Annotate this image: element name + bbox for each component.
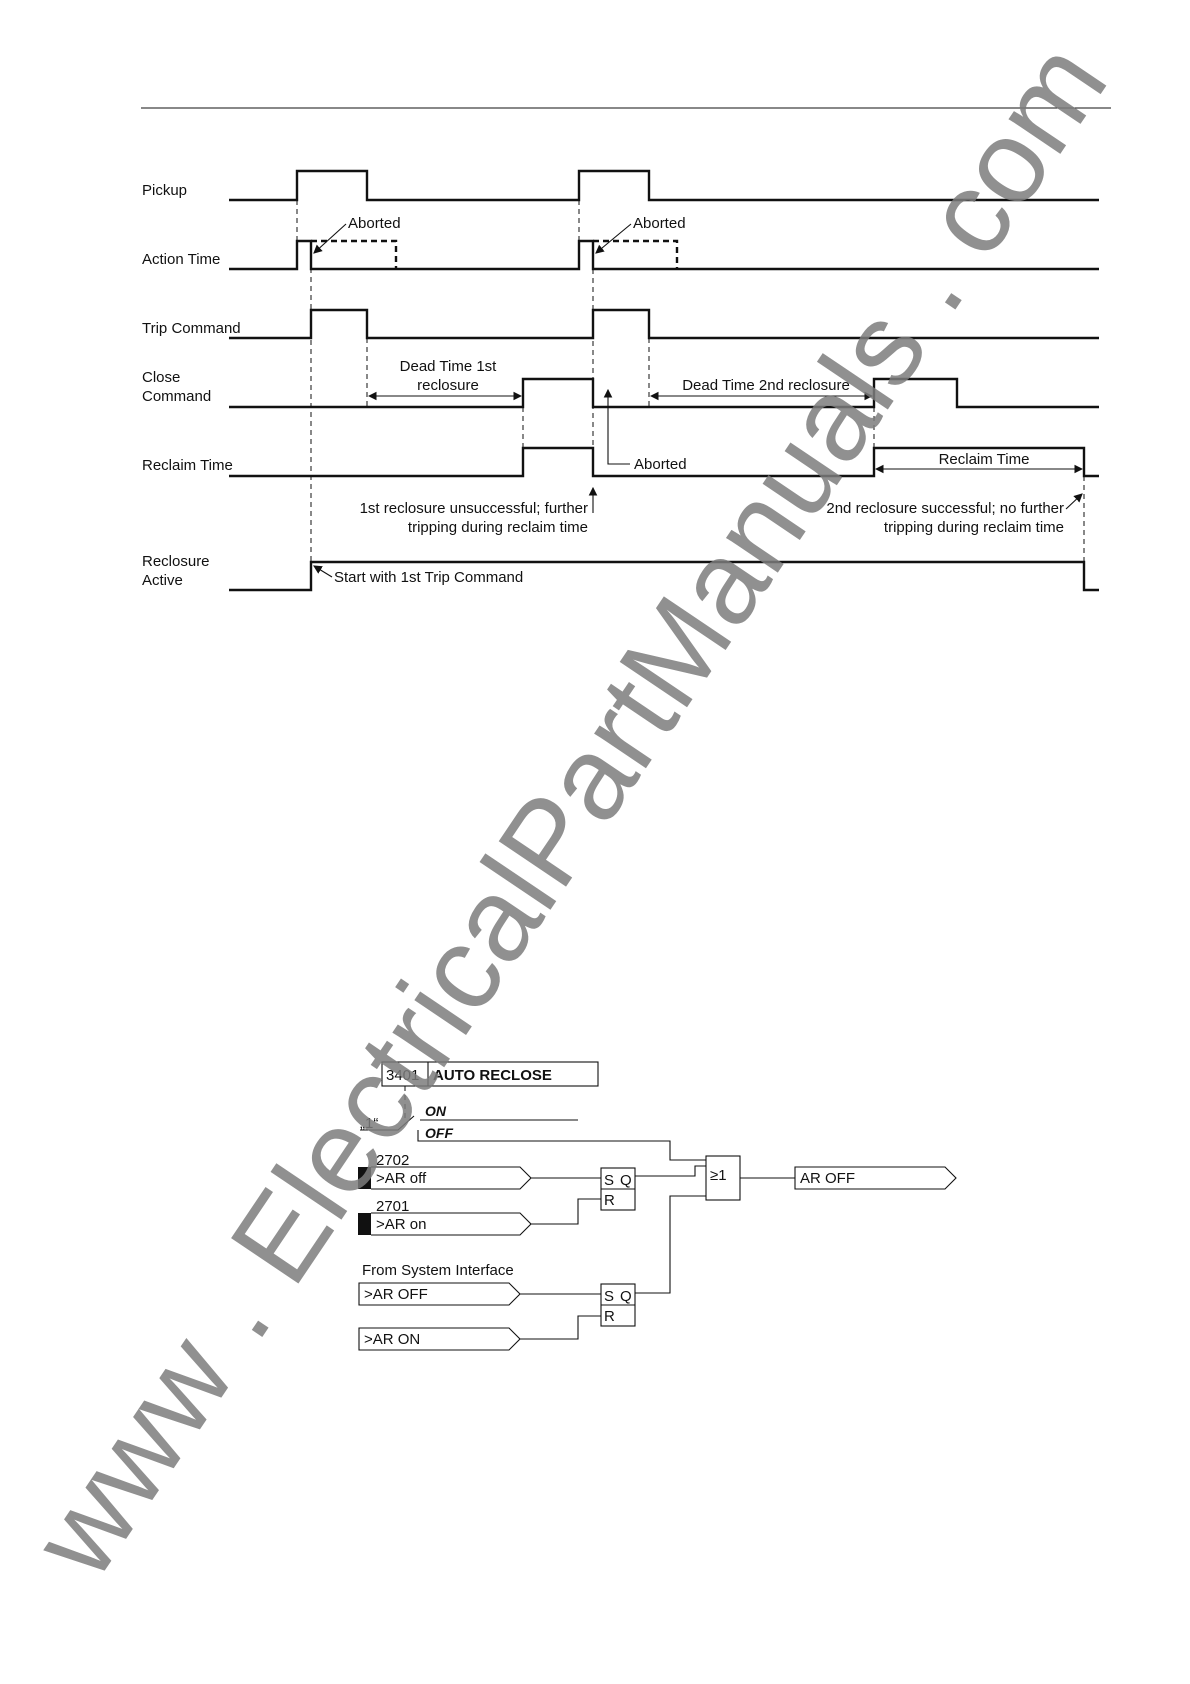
wire-off-to-or [420, 1140, 706, 1161]
logic-diagram: 3401 AUTO RECLOSE ON OFF „1“ 2702 >AR of… [358, 1061, 957, 1351]
param-box [381, 1061, 599, 1087]
pointer-successful [1065, 493, 1083, 510]
input-2701-number: 2701 [376, 1198, 409, 1215]
annotation-aborted-3: Aborted [634, 456, 687, 473]
option-on: ON [425, 1103, 447, 1119]
annotation-unsuccessful-line1: 1st reclosure unsuccessful; further [360, 500, 588, 517]
binary-input-marker-1 [358, 1167, 371, 1189]
flipflop-2-s: S [604, 1288, 614, 1305]
switch-contact [360, 1115, 415, 1131]
param-number: 3401 [386, 1067, 419, 1084]
label-reclosure-active-2: Active [142, 572, 183, 589]
switch-bracket [417, 1130, 420, 1142]
output-ar-off-label: AR OFF [800, 1170, 855, 1187]
label-pickup: Pickup [142, 182, 187, 199]
pointer-aborted-2 [595, 223, 632, 254]
input-ar-on-label: >AR on [376, 1216, 426, 1233]
wire-ff1-to-or [635, 1165, 706, 1177]
wire-ff2-to-or [635, 1195, 706, 1294]
annotation-successful-line2: tripping during reclaim time [884, 519, 1064, 536]
flipflop-1-s: S [604, 1172, 614, 1189]
timing-diagram: Pickup Action Time Trip Command Close Co… [142, 169, 1099, 592]
label-close-command-2: Command [142, 388, 211, 405]
input-ar-off-label: >AR off [376, 1170, 427, 1187]
action-time-aborted-2 [593, 239, 679, 269]
label-reclosure-active-1: Reclosure [142, 553, 210, 570]
annotation-unsuccessful-line2: tripping during reclaim time [408, 519, 588, 536]
binary-input-marker-2 [358, 1213, 371, 1235]
action-time-aborted-1 [311, 239, 398, 269]
switch-constant: „1“ [360, 1115, 378, 1132]
waveform-close-command [229, 377, 1099, 409]
waveform-pickup [229, 169, 1099, 202]
pointer-start [313, 565, 333, 578]
label-trip-command: Trip Command [142, 320, 241, 337]
system-interface-label: From System Interface [362, 1262, 514, 1279]
wire-ar-on-to-r [531, 1198, 601, 1225]
annotation-aborted-1: Aborted [348, 215, 401, 232]
annotation-start: Start with 1st Trip Command [334, 569, 523, 586]
input-sys-ar-off-label: >AR OFF [364, 1286, 428, 1303]
param-name: AUTO RECLOSE [433, 1067, 552, 1084]
annotation-dead-time-2: Dead Time 2nd reclosure [682, 377, 850, 394]
label-action-time: Action Time [142, 251, 220, 268]
flipflop-2-q: Q [620, 1288, 632, 1305]
output-ar-off-arrow [794, 1166, 957, 1190]
annotation-aborted-2: Aborted [633, 215, 686, 232]
annotation-reclaim-time: Reclaim Time [939, 451, 1030, 468]
flipflop-2-r: R [604, 1308, 615, 1325]
flipflop-1-r: R [604, 1192, 615, 1209]
annotation-successful-line1: 2nd reclosure successful; no further [826, 500, 1064, 517]
annotation-dead-time-1-line1: Dead Time 1st [400, 358, 498, 375]
flipflop-1-q: Q [620, 1172, 632, 1189]
input-sys-ar-on-arrow [358, 1327, 521, 1351]
input-2702-number: 2702 [376, 1152, 409, 1169]
annotation-dead-time-1-line2: reclosure [417, 377, 479, 394]
pointer-aborted-1 [313, 223, 347, 254]
pointer-aborted-3 [603, 388, 630, 465]
waveform-reclosure-active [229, 560, 1099, 592]
input-sys-ar-off-arrow [358, 1282, 521, 1306]
label-close-command-1: Close [142, 369, 180, 386]
wire-sys-on-to-r [520, 1315, 601, 1340]
input-sys-ar-on-label: >AR ON [364, 1331, 420, 1348]
or-gate-symbol: ≥1 [710, 1167, 727, 1184]
option-off: OFF [425, 1125, 453, 1141]
label-reclaim-time: Reclaim Time [142, 457, 233, 474]
